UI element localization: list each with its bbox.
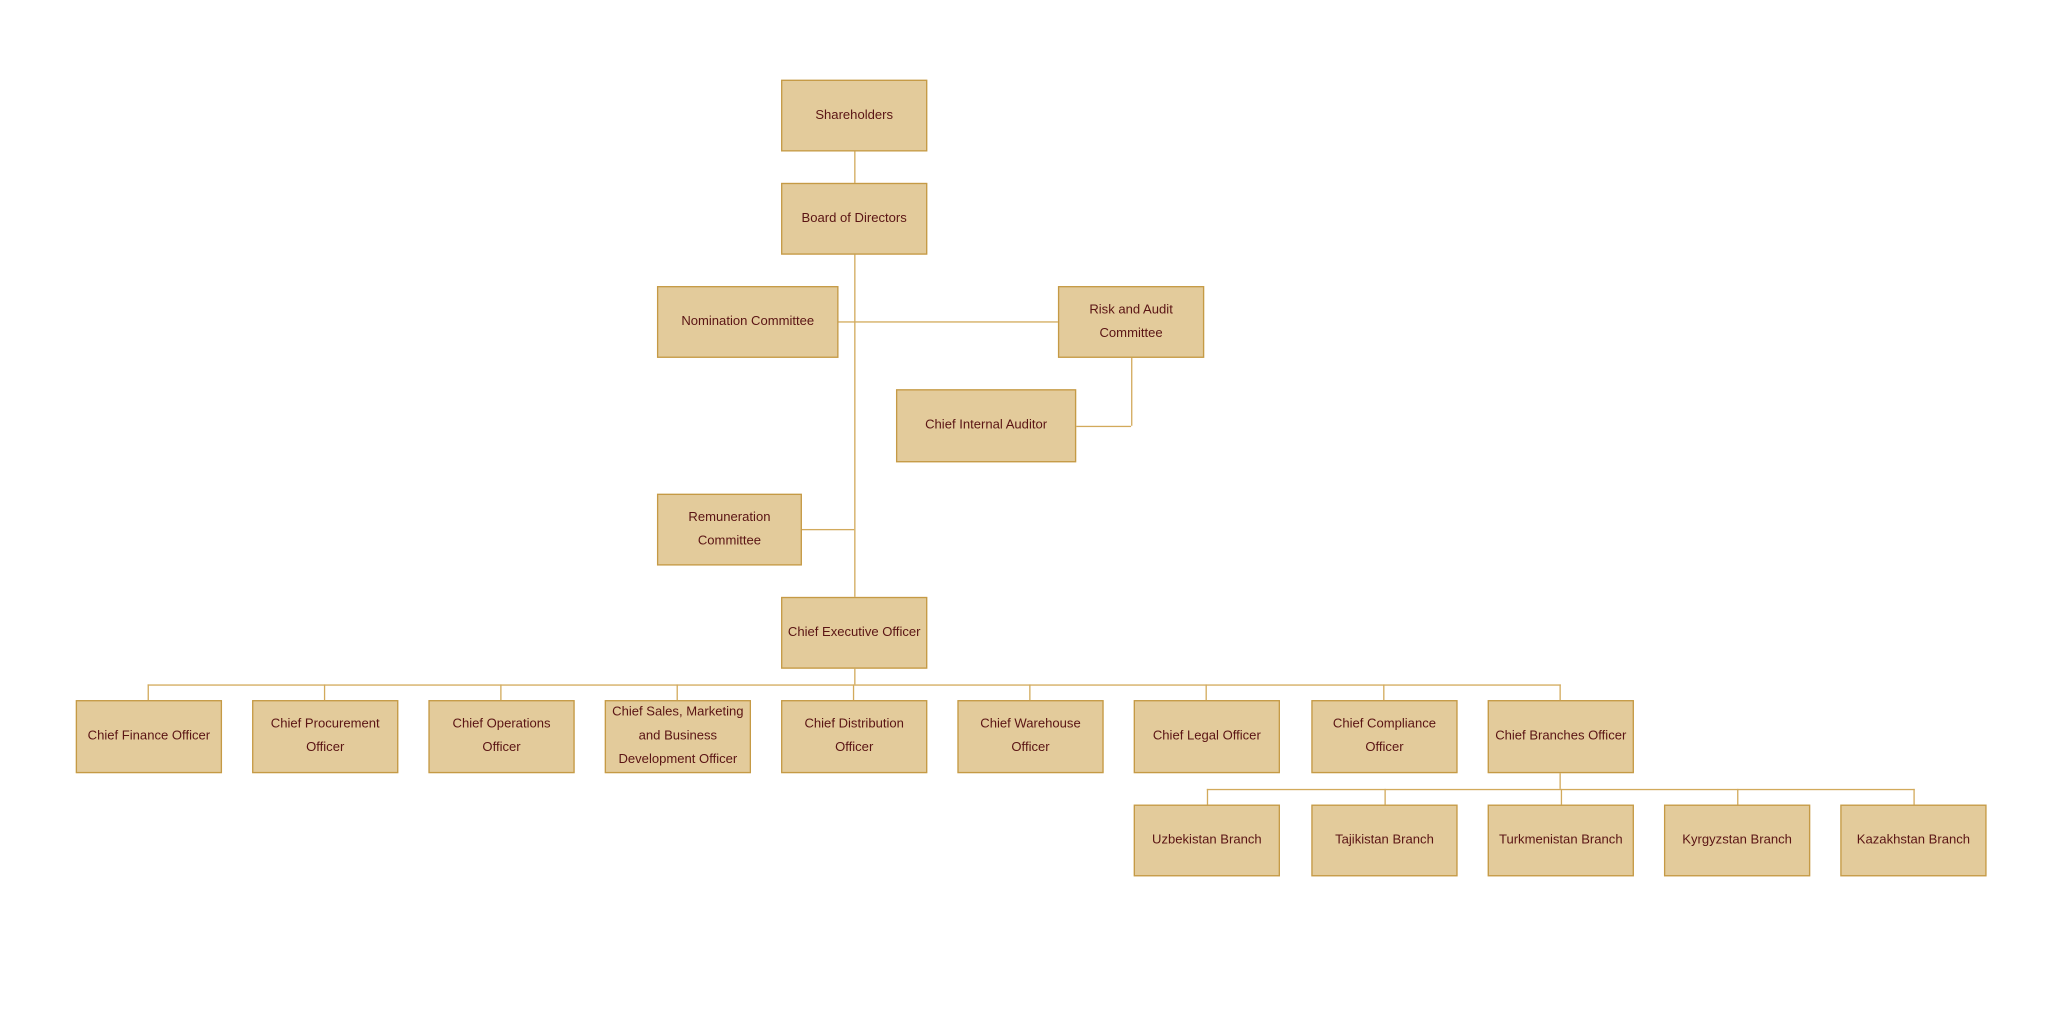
connector: [838, 321, 1058, 323]
connector: [323, 684, 326, 701]
node-officer: Chief Finance Officer: [75, 700, 223, 774]
connector: [1560, 788, 1563, 805]
node-ceo: Chief Executive Officer: [781, 596, 928, 669]
node-nomination-committee: Nomination Committee: [656, 286, 839, 358]
node-officer: Chief Legal Officer: [1133, 700, 1280, 774]
node-officer: Chief Sales, Marketing and Business Deve…: [604, 700, 752, 774]
connector: [1383, 684, 1385, 701]
node-branch: Turkmenistan Branch: [1487, 804, 1634, 877]
connector: [801, 528, 855, 531]
node-risk-audit-committee: Risk and Audit Committee: [1057, 286, 1205, 358]
connector: [1076, 425, 1132, 428]
connector: [1559, 773, 1561, 789]
connector: [852, 684, 855, 701]
connector: [500, 684, 502, 701]
connector: [854, 668, 856, 685]
connector: [1206, 788, 1209, 805]
node-branch: Kyrgyzstan Branch: [1663, 804, 1811, 877]
connector: [1205, 684, 1207, 701]
connector: [854, 151, 856, 597]
node-board-of-directors: Board of Directors: [781, 182, 928, 255]
connector: [1131, 357, 1133, 426]
connector: [1559, 684, 1561, 701]
connector: [147, 684, 149, 701]
node-shareholders: Shareholders: [781, 79, 928, 152]
node-branch: Tajikistan Branch: [1311, 804, 1458, 877]
node-officer: Chief Branches Officer: [1487, 700, 1634, 774]
node-officer: Chief Operations Officer: [428, 700, 575, 774]
node-remuneration-committee: Remuneration Committee: [656, 493, 802, 566]
connector: [1737, 788, 1739, 805]
node-officer: Chief Warehouse Officer: [957, 700, 1104, 774]
node-branch: Uzbekistan Branch: [1133, 804, 1280, 877]
node-officer: Chief Distribution Officer: [781, 700, 928, 774]
connector: [676, 684, 678, 701]
connector: [1384, 788, 1386, 805]
connector: [1029, 684, 1031, 701]
node-officer: Chief Procurement Officer: [252, 700, 399, 774]
connector: [1913, 788, 1915, 805]
node-officer: Chief Compliance Officer: [1311, 700, 1458, 774]
node-chief-internal-auditor: Chief Internal Auditor: [895, 389, 1077, 463]
node-branch: Kazakhstan Branch: [1840, 804, 1987, 877]
connector: [147, 684, 1561, 686]
